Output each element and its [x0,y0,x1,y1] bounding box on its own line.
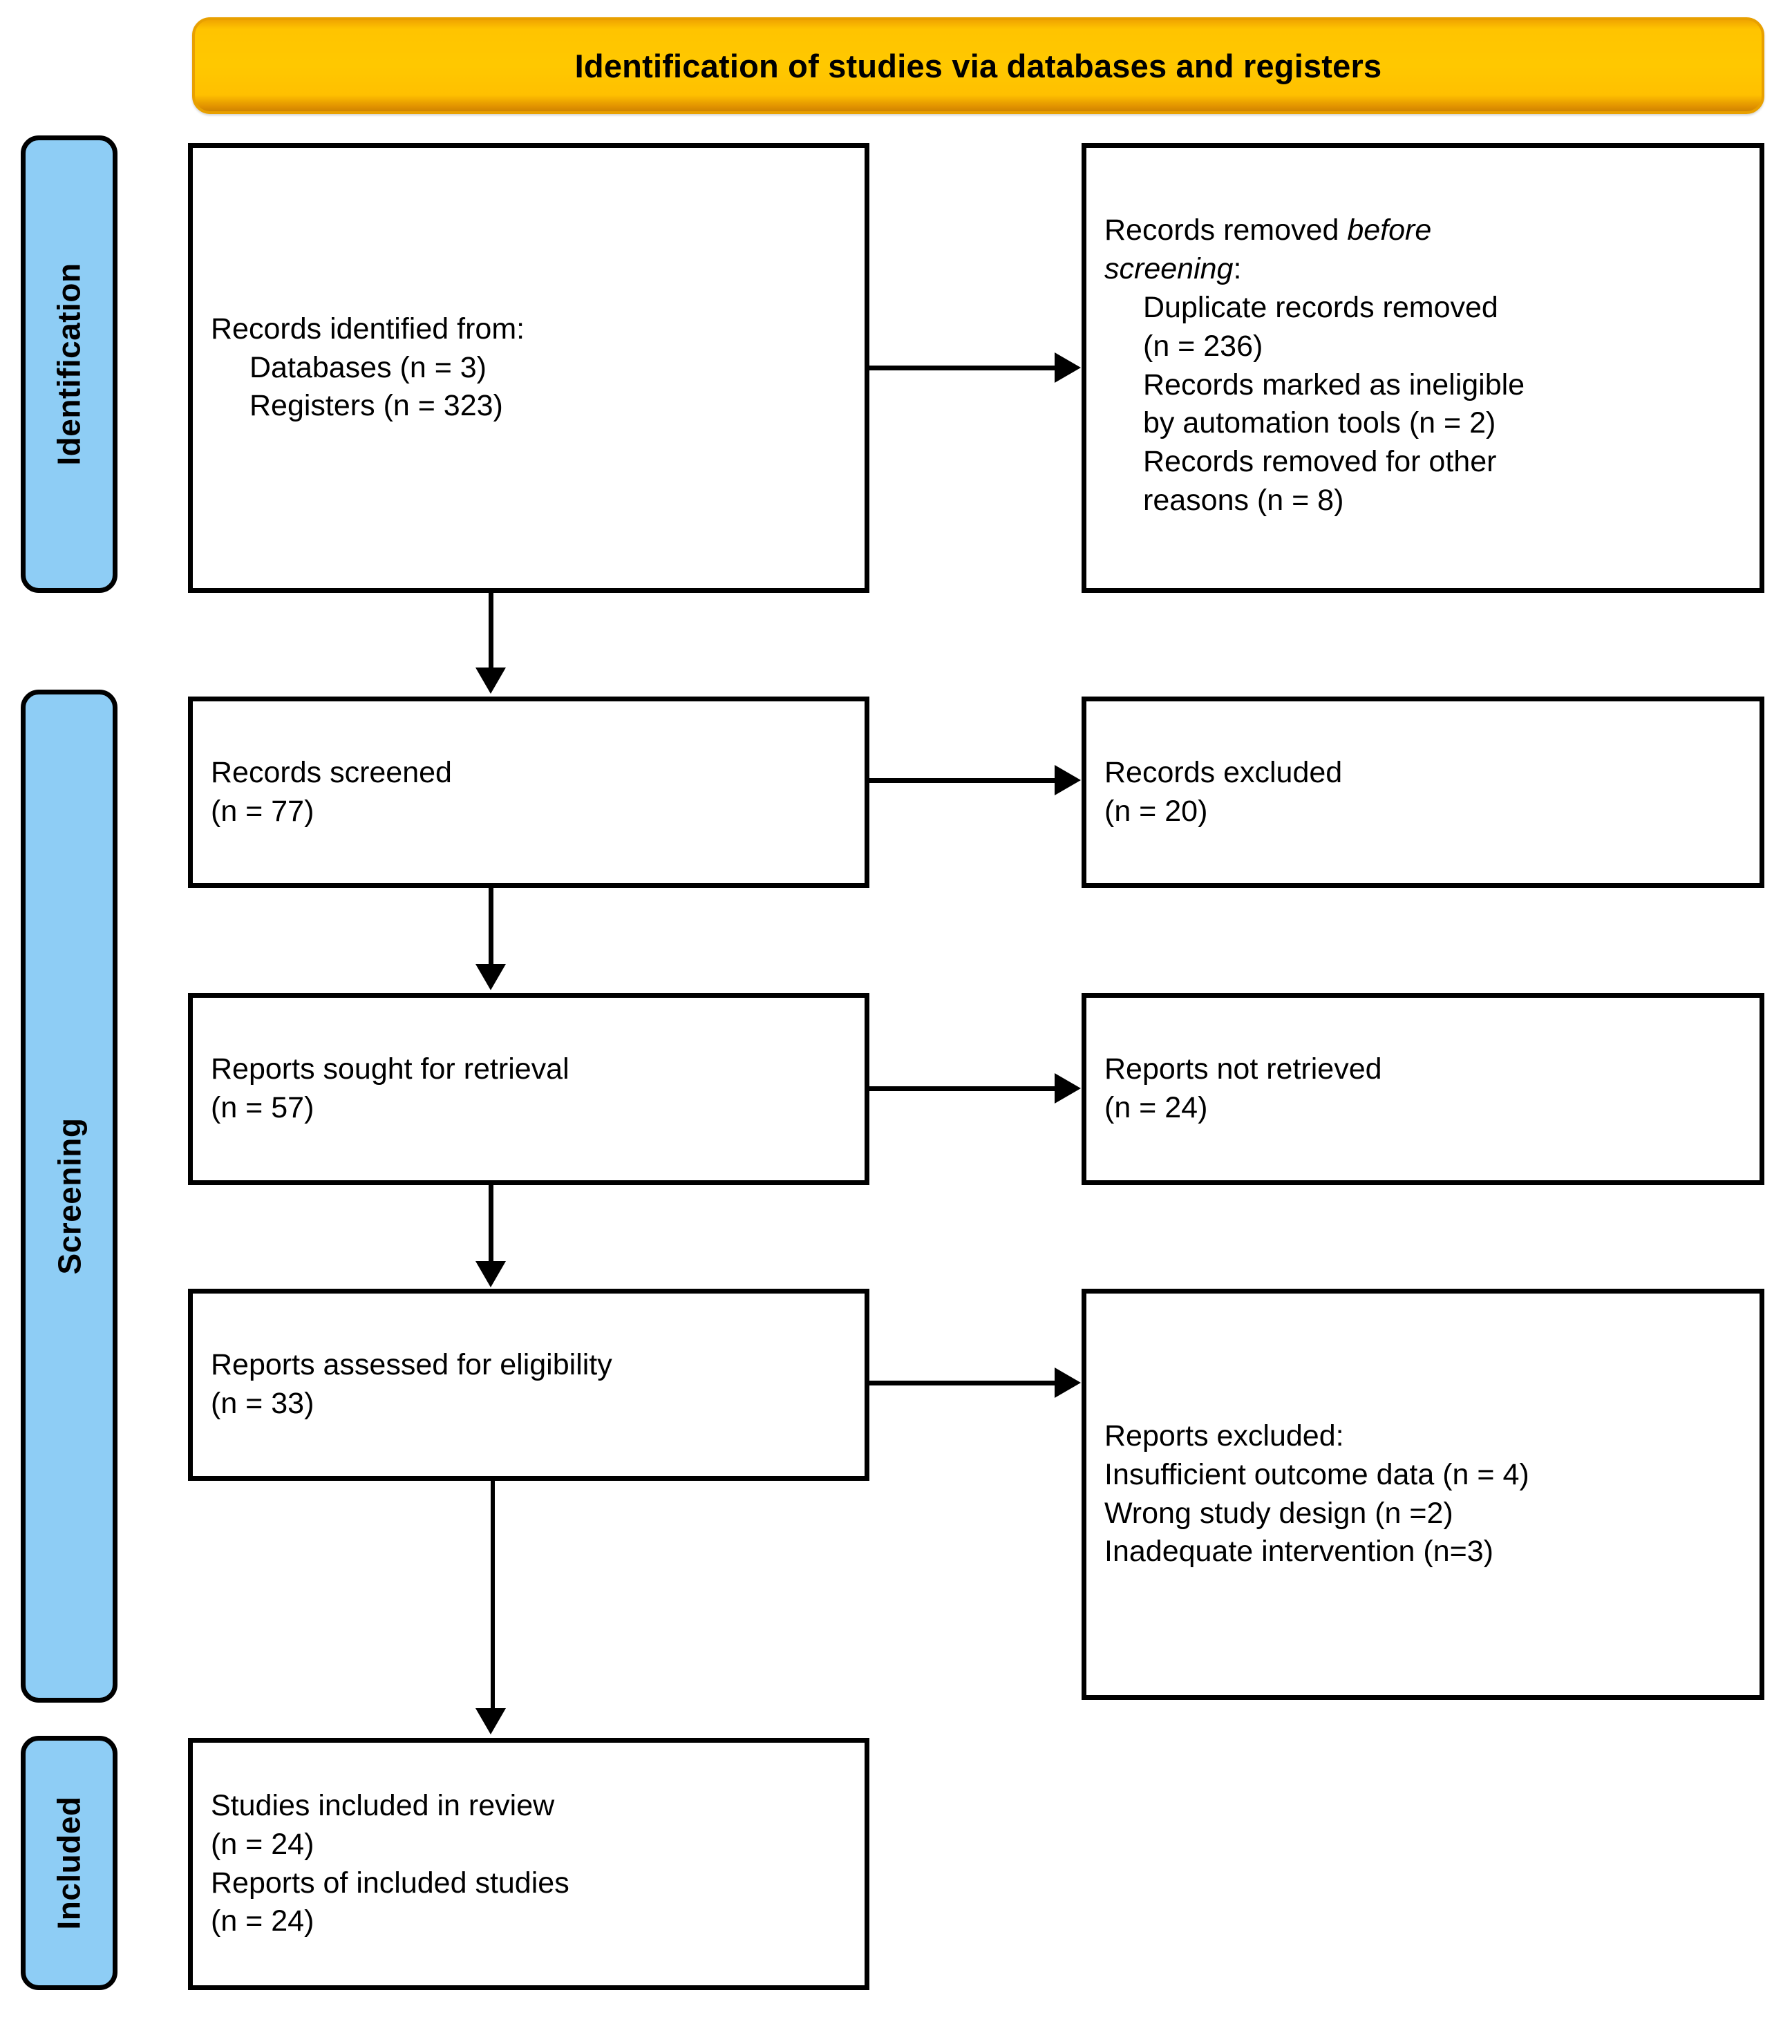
box-records-excluded: Records excluded (n = 20) [1082,697,1764,888]
box-records-removed-before-screening: Records removed before screening: Duplic… [1082,143,1764,593]
box-line: Studies included in review [211,1788,555,1822]
box-line: (n = 77) [211,794,314,828]
box-line: (n = 24) [211,1827,314,1861]
box-line: Inadequate intervention (n=3) [1104,1535,1493,1569]
box-line: (n = 236) [1143,329,1263,363]
box-reports-assessed-for-eligibility: Reports assessed for eligibility (n = 33… [188,1289,869,1481]
box-line: Records identified from: [211,312,525,346]
page-title: Identification of studies via databases … [574,47,1382,84]
box-line: Wrong study design (n =2) [1104,1496,1453,1530]
stage-label-screening: Screening [21,690,117,1703]
box-line: Reports assessed for eligibility [211,1348,612,1382]
box-records-identified: Records identified from: Databases (n = … [188,143,869,593]
arrowhead-sought-to-not-retrieved [1055,1073,1081,1104]
connector-assessed-to-included [491,1481,495,1712]
box-line-plain: Records removed [1104,213,1348,247]
box-line: Records removed before [1104,211,1742,250]
box-line: (n = 24) [1104,1091,1208,1124]
box-reports-excluded: Reports excluded: Insufficient outcome d… [1082,1289,1764,1700]
box-line-italic: before [1347,213,1432,247]
arrowhead-screened-to-excluded [1055,765,1081,795]
box-line: screening: [1104,250,1742,289]
stage-label-text: Included [51,1796,87,1930]
arrowhead-screened-to-sought [475,964,506,990]
box-line: Reports of included studies [211,1866,569,1900]
box-line: (n = 20) [1104,794,1208,828]
box-studies-included-in-review: Studies included in review (n = 24) Repo… [188,1738,869,1990]
box-line: by automation tools (n = 2) [1143,406,1496,440]
box-reports-not-retrieved: Reports not retrieved (n = 24) [1082,993,1764,1185]
connector-sought-to-not-retrieved [869,1086,1056,1091]
arrowhead-assessed-to-included [475,1708,506,1734]
box-line: (n = 24) [211,1904,314,1938]
arrowhead-sought-to-assessed [475,1261,506,1287]
arrowhead-identified-to-screened [475,668,506,694]
stage-label-identification: Identification [21,135,117,593]
box-line: Records screened [211,755,452,789]
header-banner: Identification of studies via databases … [192,17,1764,114]
box-line: Records excluded [1104,755,1343,789]
stage-label-text: Screening [51,1117,88,1275]
box-line: (n = 33) [211,1387,314,1420]
arrowhead-identified-to-removed [1055,352,1081,383]
box-line: (n = 57) [211,1091,314,1124]
box-line: Reports not retrieved [1104,1052,1382,1086]
box-line: Records marked as ineligible [1143,368,1525,401]
box-line: Databases (n = 3) [249,350,487,384]
box-line: Reports sought for retrieval [211,1052,569,1086]
box-line: Registers (n = 323) [249,389,503,423]
connector-sought-to-assessed [489,1185,493,1264]
box-line: Reports excluded: [1104,1419,1344,1452]
connector-screened-to-sought [489,888,493,967]
connector-assessed-to-reports-excluded [869,1381,1056,1385]
box-line: Duplicate records removed [1143,290,1498,324]
box-records-screened: Records screened (n = 77) [188,697,869,888]
box-line: Records removed for other [1143,445,1497,479]
connector-identified-to-removed [869,366,1056,370]
box-line-italic: screening [1104,252,1234,285]
stage-label-included: Included [21,1736,117,1990]
box-line: Insufficient outcome data (n = 4) [1104,1457,1529,1491]
box-line-plain: : [1233,252,1242,285]
stage-label-text: Identification [51,263,88,466]
arrowhead-assessed-to-reports-excluded [1055,1368,1081,1398]
box-reports-sought-for-retrieval: Reports sought for retrieval (n = 57) [188,993,869,1185]
box-line: reasons (n = 8) [1143,484,1344,518]
connector-identified-to-screened [489,593,493,670]
connector-screened-to-excluded [869,778,1056,783]
